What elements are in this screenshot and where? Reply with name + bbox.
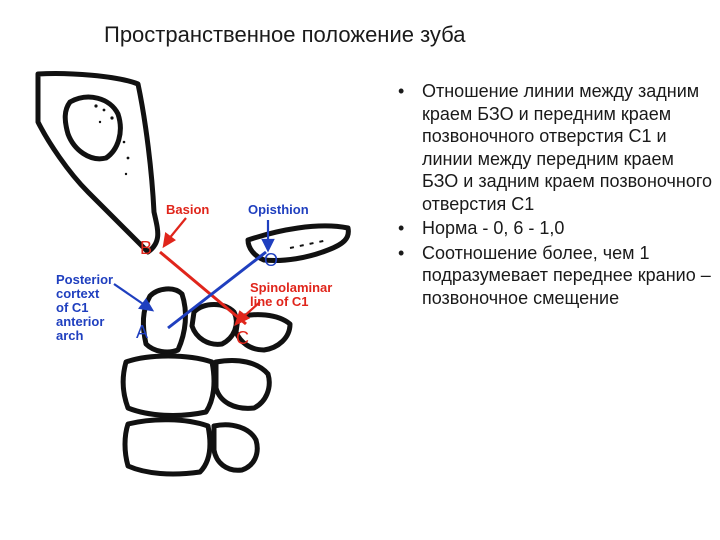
basion-arrow: [164, 218, 186, 246]
basion-label: Basion: [166, 202, 209, 217]
bullet-dot: •: [398, 80, 404, 103]
posterior-cortex-line-2: cortext: [56, 286, 100, 301]
bone-texture-dots: [93, 97, 130, 175]
cervical-vertebrae: [123, 356, 269, 474]
craniocervical-diagram: B O A C Basion Opisthion Posterior corte…: [28, 62, 380, 482]
spinolaminar-line-1: Spinolaminar: [250, 280, 332, 295]
posterior-cortex-line-4: anterior: [56, 314, 104, 329]
posterior-cortex-line-1: Posterior: [56, 272, 113, 287]
occipital-bone-outline: [38, 73, 158, 252]
bullet-dot: •: [398, 242, 404, 265]
spinolaminar-line-2: line of C1: [250, 294, 309, 309]
spinolaminar-label: Spinolaminar line of C1: [250, 280, 332, 309]
point-c-label: C: [236, 328, 249, 348]
posterior-cortex-line-5: arch: [56, 328, 84, 343]
bullet-list: • Отношение линии между задним краем БЗО…: [392, 80, 712, 311]
opisthion-label: Opisthion: [248, 202, 309, 217]
posterior-cortex-label: Posterior cortext of C1 anterior arch: [56, 272, 113, 343]
bullet-text: Отношение линии между задним краем БЗО и…: [422, 81, 712, 214]
opisthion-dashes: [290, 240, 328, 248]
bullet-dot: •: [398, 217, 404, 240]
bullet-item: • Отношение линии между задним краем БЗО…: [392, 80, 712, 215]
point-o-label: O: [264, 250, 278, 270]
slide-title: Пространственное положение зуба: [104, 22, 466, 48]
posterior-cortex-line-3: of C1: [56, 300, 89, 315]
bullet-text: Норма - 0, 6 - 1,0: [422, 218, 564, 238]
bullet-text: Соотношение более, чем 1 подразумевает п…: [422, 243, 711, 308]
bullet-item: • Норма - 0, 6 - 1,0: [392, 217, 712, 240]
point-a-label: A: [136, 322, 148, 342]
bullet-item: • Соотношение более, чем 1 подразумевает…: [392, 242, 712, 310]
point-b-label: B: [140, 238, 152, 258]
posterior-cortex-arrow: [114, 284, 152, 310]
